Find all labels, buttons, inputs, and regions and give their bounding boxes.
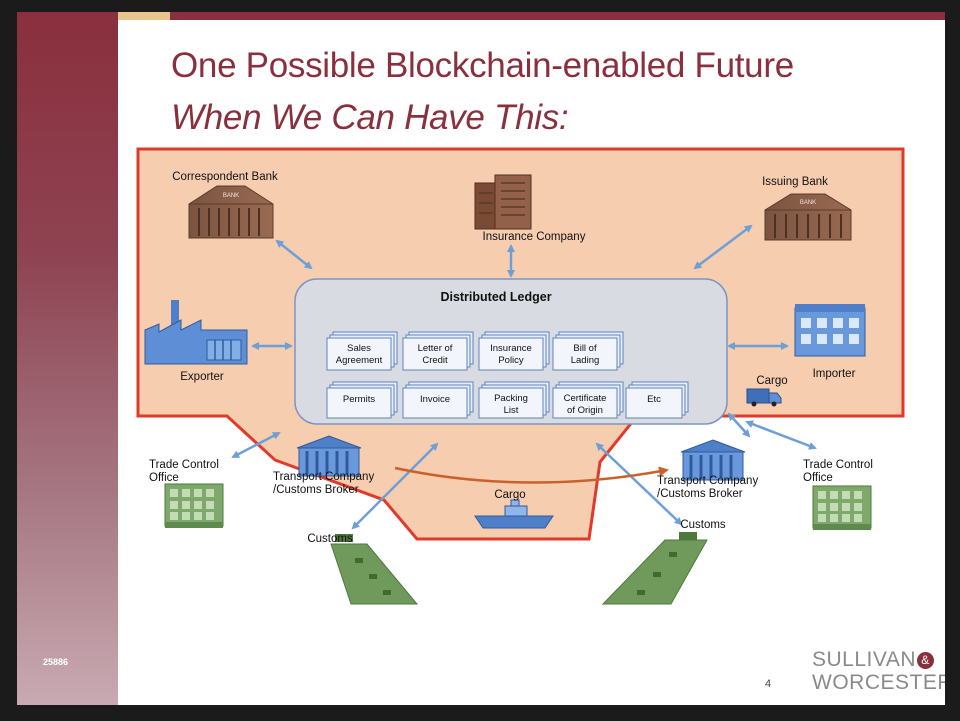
label-transport-left: Transport Company /Customs Broker <box>273 471 377 496</box>
ledger-title: Distributed Ledger <box>440 290 551 304</box>
label-customs-left: Customs <box>307 533 353 545</box>
building-icon <box>812 485 872 530</box>
slide-subtitle: When We Can Have This: <box>171 98 569 137</box>
logo-line1: SULLIVAN <box>812 648 916 671</box>
label-transport-right: Transport Company /Customs Broker <box>657 475 761 500</box>
label-correspondent-bank: Correspondent Bank <box>172 171 278 183</box>
slide: 25886 One Possible Blockchain-enabled Fu… <box>17 12 945 705</box>
courthouse-icon <box>680 439 746 481</box>
top-bar-accent <box>118 12 170 20</box>
doc-label: Agreement <box>336 355 383 366</box>
cargo-flow-arrow <box>394 466 669 484</box>
bank-icon: BANK <box>764 193 852 241</box>
logo-ampersand: & <box>917 652 934 669</box>
factory-icon <box>144 300 248 365</box>
label-exporter: Exporter <box>180 371 224 383</box>
doc-permits: Permits <box>326 381 398 419</box>
doc-label: Letter of <box>418 343 453 354</box>
label-issuing-bank: Issuing Bank <box>762 176 828 188</box>
page-number: 4 <box>765 678 772 690</box>
doc-packing-list: Packing List <box>478 381 550 419</box>
label-line: /Customs Broker <box>273 484 359 496</box>
bank-icon: BANK <box>188 185 274 239</box>
port-icon <box>330 534 419 605</box>
label-trade-control-left: Trade Control Office <box>149 459 222 484</box>
arrow-trade-control-right <box>745 420 817 450</box>
office-tower-icon <box>474 174 532 230</box>
label-insurance-company: Insurance Company <box>483 231 586 243</box>
doc-etc: Etc <box>625 381 689 419</box>
top-bar <box>118 12 945 20</box>
doc-label: List <box>504 405 519 416</box>
label-line: Office <box>149 472 179 484</box>
port-icon <box>601 532 708 605</box>
doc-label: Policy <box>498 355 524 366</box>
label-cargo-ship: Cargo <box>494 489 525 501</box>
arrow-customs-right <box>595 442 683 526</box>
warehouse-icon <box>794 304 866 357</box>
doc-label: Etc <box>647 394 661 405</box>
doc-bill-of-lading: Bill of Lading <box>552 331 624 371</box>
doc-label: Permits <box>343 394 375 405</box>
arrow-correspondent-bank <box>275 239 313 270</box>
logo-line2: WORCESTER <box>812 671 945 694</box>
sidebar-band <box>17 12 118 705</box>
label-line: Office <box>803 472 833 484</box>
truck-icon <box>746 388 782 407</box>
blockchain-diagram: Distributed Ledger Sales Agreement Lette… <box>136 147 905 605</box>
arrow-issuing-bank <box>693 224 753 270</box>
doc-sales-agreement: Sales Agreement <box>326 331 398 371</box>
doc-insurance-policy: Insurance Policy <box>478 331 550 371</box>
doc-certificate-of-origin: Certificate of Origin <box>552 381 624 419</box>
bank-sign: BANK <box>223 193 239 199</box>
doc-label: Sales <box>347 343 371 354</box>
doc-label: Packing <box>494 393 528 404</box>
building-icon <box>164 483 224 528</box>
ship-icon <box>474 499 554 529</box>
doc-label: Bill of <box>573 343 597 354</box>
doc-invoice: Invoice <box>402 381 474 419</box>
doc-label: of Origin <box>567 405 603 416</box>
bank-sign: BANK <box>800 200 816 206</box>
arrow-customs-left <box>351 442 439 530</box>
doc-label: Invoice <box>420 394 450 405</box>
arrow-trade-control-left <box>231 431 281 459</box>
label-line: Transport Company <box>657 475 758 487</box>
label-line: Trade Control <box>803 459 873 471</box>
doc-label: Insurance <box>490 343 532 354</box>
doc-label: Lading <box>571 355 600 366</box>
courthouse-icon <box>296 435 362 477</box>
slide-title: One Possible Blockchain-enabled Future <box>171 46 794 85</box>
doc-label: Credit <box>422 355 448 366</box>
label-trade-control-right: Trade Control Office <box>803 459 876 484</box>
connection-arrows <box>231 224 817 530</box>
slide-id: 25886 <box>43 657 69 667</box>
label-cargo-truck: Cargo <box>756 375 787 387</box>
label-line: /Customs Broker <box>657 488 743 500</box>
label-importer: Importer <box>813 368 856 380</box>
company-logo: SULLIVAN& WORCESTER <box>812 648 945 694</box>
doc-label: Certificate <box>564 393 607 404</box>
label-line: Transport Company <box>273 471 374 483</box>
label-customs-right: Customs <box>680 519 726 531</box>
label-line: Trade Control <box>149 459 219 471</box>
doc-letter-of-credit: Letter of Credit <box>402 331 474 371</box>
